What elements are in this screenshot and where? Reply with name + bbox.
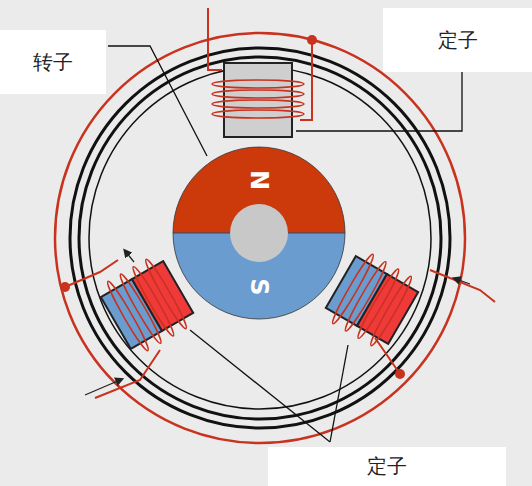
- wire-junction: [395, 369, 405, 379]
- rotor-outline: [173, 147, 345, 319]
- stator-right: [321, 247, 423, 352]
- stator-top: [212, 63, 304, 137]
- part-label: 定子: [383, 8, 532, 72]
- wire-junction: [60, 282, 70, 292]
- rotor-shaft: [230, 204, 288, 262]
- housing-ring: [89, 67, 431, 409]
- callout-box: [268, 447, 506, 486]
- wire-ring: [55, 33, 465, 443]
- leader-line: [108, 46, 462, 442]
- callout-box: [0, 30, 106, 94]
- part-label: 转子: [0, 30, 106, 94]
- stator-left: [96, 252, 198, 357]
- current-arrow: [85, 252, 470, 395]
- callout-box: [383, 8, 532, 72]
- wire: [65, 8, 495, 398]
- wire-junction: [307, 35, 317, 45]
- pole-label: N: [244, 165, 274, 195]
- part-label: 定子: [268, 447, 506, 486]
- pole-label: S: [244, 272, 274, 302]
- housing-ring: [70, 48, 450, 428]
- housing-ring: [79, 57, 441, 419]
